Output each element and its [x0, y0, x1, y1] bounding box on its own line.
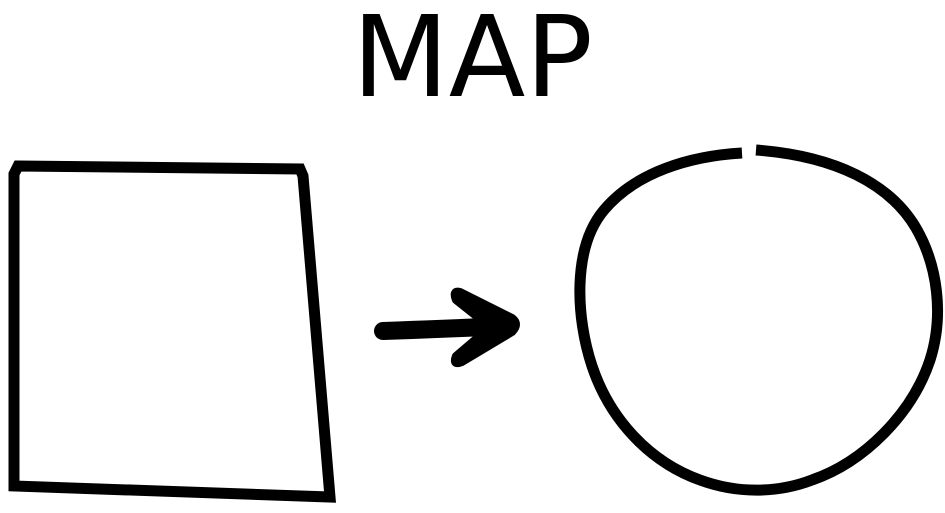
right-arrow-icon [374, 287, 520, 368]
diagram-title: MAP [352, 0, 593, 123]
circle-shape [574, 144, 943, 496]
trapezoid-shape [8, 160, 336, 503]
